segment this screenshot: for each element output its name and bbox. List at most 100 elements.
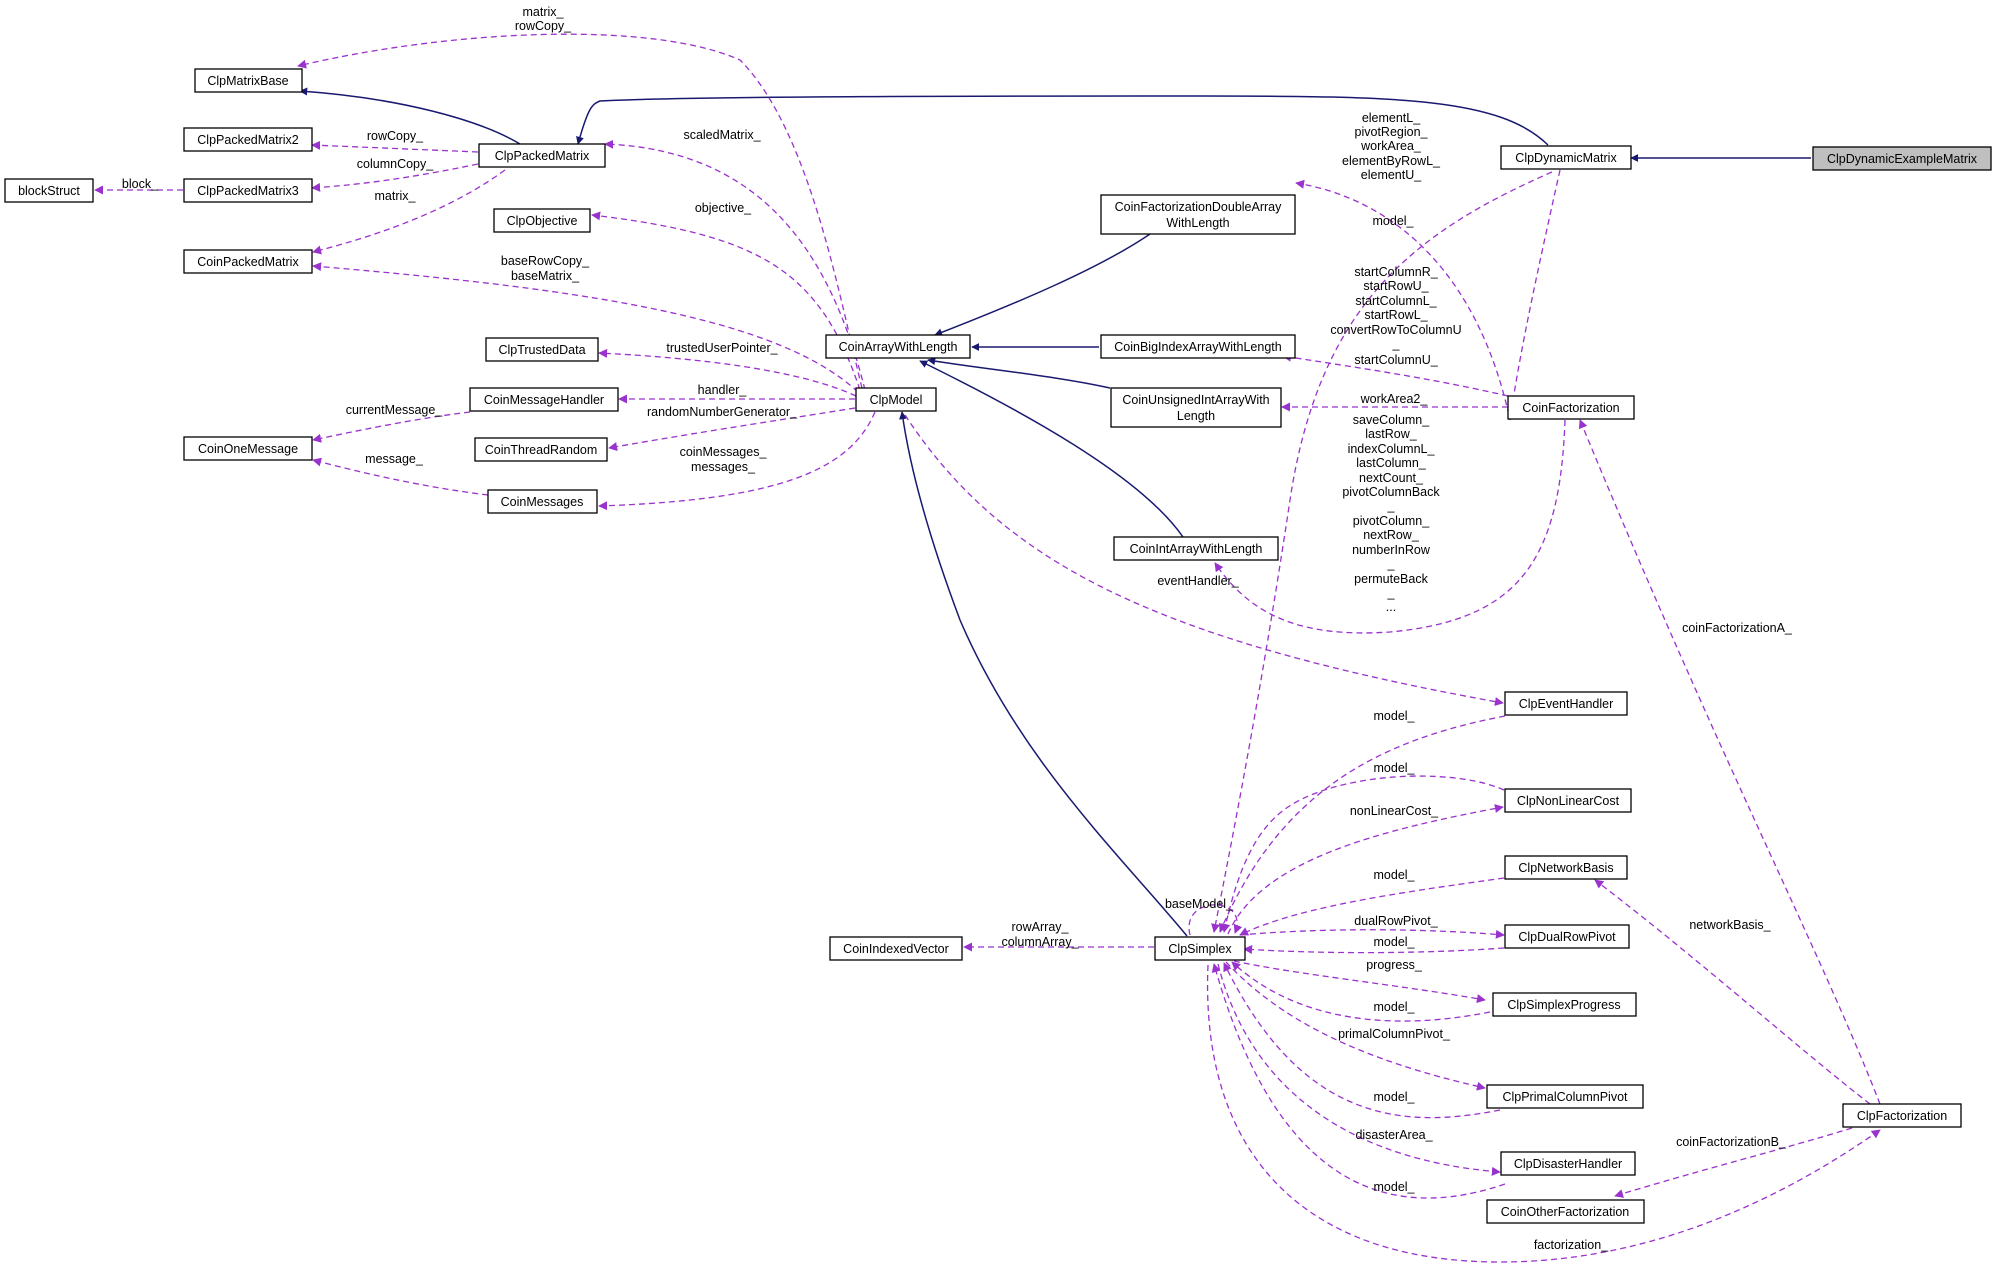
svg-text:ClpSimplex: ClpSimplex: [1168, 942, 1232, 956]
label-savecolumn: pivotColumnBack: [1342, 485, 1440, 499]
node-clppackedmatrix3[interactable]: ClpPackedMatrix3: [183, 178, 313, 203]
node-coinmessagehandler[interactable]: CoinMessageHandler: [469, 387, 619, 412]
svg-text:CoinMessages: CoinMessages: [501, 495, 584, 509]
label-baserowcopy: baseRowCopy_: [501, 254, 590, 268]
label-startcolumnr: startColumnR_: [1354, 265, 1438, 279]
label-startcolumnr: startColumnU_: [1354, 353, 1438, 367]
node-clptrusteddata[interactable]: ClpTrustedData: [485, 337, 599, 362]
label-model-disaster: model_: [1374, 1180, 1416, 1194]
edge-inh-unsigned-array: [927, 357, 1111, 389]
label-savecolumn: saveColumn_: [1353, 413, 1430, 427]
edge-use-rowcopy-packed2: [311, 140, 479, 153]
svg-text:ClpNonLinearCost: ClpNonLinearCost: [1517, 794, 1620, 808]
svg-text:ClpFactorization: ClpFactorization: [1857, 1109, 1947, 1123]
svg-text:CoinBigIndexArrayWithLength: CoinBigIndexArrayWithLength: [1114, 340, 1281, 354]
label-message: message_: [365, 452, 424, 466]
label-coinfactorizationb: coinFactorizationB_: [1676, 1135, 1787, 1149]
svg-text:CoinOneMessage: CoinOneMessage: [198, 442, 298, 456]
label-columncopy: columnCopy_: [357, 157, 434, 171]
edge-use-model-top: [1211, 171, 1553, 933]
label-startcolumnr: startRowL_: [1364, 308, 1428, 322]
label-savecolumn: numberInRow: [1352, 543, 1431, 557]
label-progress: progress_: [1366, 958, 1423, 972]
node-coinmessages[interactable]: CoinMessages: [487, 489, 598, 514]
svg-text:Length: Length: [1177, 409, 1215, 423]
edge-use-startcolumnr: [1282, 352, 1509, 397]
node-clpmatrixbase[interactable]: ClpMatrixBase: [194, 68, 303, 93]
node-clpeventhandler[interactable]: ClpEventHandler: [1504, 691, 1628, 716]
edge-use-networkbasis: [1594, 879, 1871, 1105]
node-coinfactorization[interactable]: CoinFactorization: [1507, 395, 1635, 420]
label-coinmessages: messages_: [691, 460, 756, 474]
node-cointhreadrandom[interactable]: CoinThreadRandom: [474, 437, 608, 462]
node-coinotherfactorization[interactable]: CoinOtherFactorization: [1486, 1199, 1645, 1224]
svg-text:CoinThreadRandom: CoinThreadRandom: [485, 443, 598, 457]
label-model-top: model_: [1373, 214, 1415, 228]
svg-text:CoinPackedMatrix: CoinPackedMatrix: [197, 255, 299, 269]
node-coinonemessage[interactable]: CoinOneMessage: [183, 436, 313, 461]
node-clpsimplex[interactable]: ClpSimplex: [1154, 936, 1246, 961]
node-clpfactorization[interactable]: ClpFactorization: [1842, 1103, 1962, 1128]
label-objective: objective_: [695, 201, 752, 215]
node-coinarraywithlength[interactable]: CoinArrayWithLength: [825, 334, 971, 359]
node-clpdynamicmatrix[interactable]: ClpDynamicMatrix: [1500, 145, 1632, 170]
inheritance-edges: [299, 87, 1811, 937]
label-savecolumn: nextCount_: [1359, 471, 1424, 485]
svg-text:ClpEventHandler: ClpEventHandler: [1519, 697, 1614, 711]
svg-text:ClpDynamicMatrix: ClpDynamicMatrix: [1515, 151, 1617, 165]
node-coinpackedmatrix[interactable]: CoinPackedMatrix: [183, 249, 313, 274]
node-clpsimplexprogress[interactable]: ClpSimplexProgress: [1492, 992, 1637, 1017]
label-nonlinearcost: nonLinearCost_: [1350, 804, 1439, 818]
svg-text:ClpMatrixBase: ClpMatrixBase: [207, 74, 288, 88]
label-scaledmatrix: scaledMatrix_: [683, 128, 761, 142]
node-coinintarraywithlength[interactable]: CoinIntArrayWithLength: [1113, 536, 1279, 561]
label-currentmessage: currentMessage_: [346, 403, 444, 417]
label-model-event: model_: [1374, 709, 1416, 723]
node-coinfactorizationdoublearraywithlength[interactable]: CoinFactorizationDoubleArray WithLength: [1100, 194, 1296, 235]
label-factorization: factorization_: [1534, 1238, 1609, 1252]
svg-text:ClpPrimalColumnPivot: ClpPrimalColumnPivot: [1502, 1090, 1628, 1104]
label-disasterarea: disasterArea_: [1355, 1128, 1433, 1142]
node-coinindexedvector[interactable]: CoinIndexedVector: [829, 936, 963, 961]
node-clppackedmatrix[interactable]: ClpPackedMatrix: [478, 143, 606, 168]
label-primalcolumnpivot: primalColumnPivot_: [1338, 1027, 1451, 1041]
svg-text:ClpPackedMatrix2: ClpPackedMatrix2: [197, 133, 298, 147]
label-dualrowpivot: dualRowPivot_: [1354, 914, 1438, 928]
edge-use-nonlinearcost: [1227, 804, 1504, 935]
label-savecolumn: _: [1387, 499, 1396, 513]
svg-text:ClpModel: ClpModel: [870, 393, 923, 407]
node-clpobjective[interactable]: ClpObjective: [493, 208, 591, 233]
label-model-network: model_: [1374, 868, 1416, 882]
edge-use-model-progress: [1231, 961, 1491, 1022]
label-savecolumn: lastColumn_: [1356, 456, 1427, 470]
label-savecolumn: _: [1387, 586, 1396, 600]
node-clpdualrowpivot[interactable]: ClpDualRowPivot: [1504, 924, 1630, 949]
node-blockstruct[interactable]: blockStruct: [4, 178, 94, 203]
node-clpdisasterhandler[interactable]: ClpDisasterHandler: [1500, 1151, 1636, 1176]
node-clpdynamicexamplematrix[interactable]: ClpDynamicExampleMatrix: [1812, 146, 1992, 171]
edge-use-primalcolumnpivot: [1225, 961, 1486, 1091]
node-clppackedmatrix2[interactable]: ClpPackedMatrix2: [183, 127, 313, 152]
node-clpmodel[interactable]: ClpModel: [855, 387, 937, 412]
node-coinunsignedintarraywithlength[interactable]: CoinUnsignedIntArrayWith Length: [1110, 387, 1282, 428]
label-elementl: elementU_: [1361, 168, 1422, 182]
edge-use-model-disaster: [1211, 963, 1506, 1199]
edge-inh-intarray-array: [919, 360, 1184, 538]
edge-use-model-primal: [1223, 962, 1501, 1119]
node-coinbigindexarraywithlength[interactable]: CoinBigIndexArrayWithLength: [1100, 334, 1296, 359]
edge-use-savecolumn: [1214, 419, 1566, 634]
label-startcolumnr: startColumnL_: [1355, 294, 1437, 308]
label-trusteduserpointer: trustedUserPointer_: [666, 341, 778, 355]
edge-use-objective: [591, 211, 861, 391]
node-clpnonlinearcost[interactable]: ClpNonLinearCost: [1504, 788, 1632, 813]
edge-inh-packed-matrixbase: [299, 87, 521, 145]
svg-text:CoinIndexedVector: CoinIndexedVector: [843, 942, 949, 956]
svg-text:ClpNetworkBasis: ClpNetworkBasis: [1518, 861, 1613, 875]
label-elementl: workArea_: [1360, 139, 1422, 153]
edge-use-baserowcopy: [312, 262, 859, 393]
node-clpnetworkbasis[interactable]: ClpNetworkBasis: [1504, 855, 1628, 880]
node-clpprimalcolumnpivot[interactable]: ClpPrimalColumnPivot: [1486, 1084, 1644, 1109]
edge-use-coinfactorizationa: [1578, 419, 1881, 1105]
edge-use-model-network: [1239, 877, 1505, 936]
